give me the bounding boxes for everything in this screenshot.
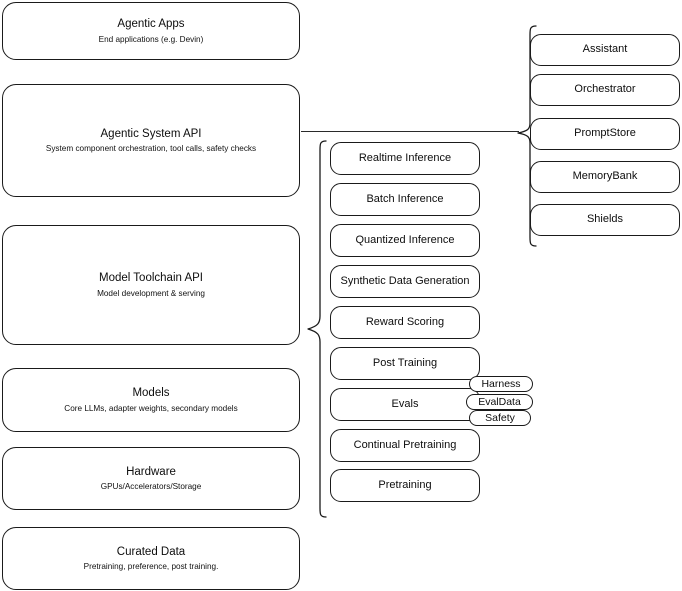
layer-subtitle: System component orchestration, tool cal… [45, 144, 257, 154]
layer-title: Agentic System API [100, 127, 202, 140]
layer-title: Model Toolchain API [99, 272, 203, 285]
toolchain-label: Batch Inference [366, 192, 444, 205]
toolchain-box-pretraining[interactable]: Pretraining [330, 469, 480, 502]
toolchain-label: Quantized Inference [355, 233, 455, 246]
toolchain-box-post-training[interactable]: Post Training [330, 347, 480, 380]
layer-subtitle: Core LLMs, adapter weights, secondary mo… [64, 403, 238, 413]
toolchain-label: Post Training [372, 356, 438, 369]
toolchain-label: Realtime Inference [358, 151, 452, 164]
layer-subtitle: Model development & serving [97, 288, 205, 298]
toolchain-box-evals[interactable]: Evals [330, 388, 480, 421]
toolchain-label: Continual Pretraining [353, 438, 457, 451]
system-box-assistant[interactable]: Assistant [530, 34, 680, 66]
system-box-memorybank[interactable]: MemoryBank [530, 161, 680, 193]
toolchain-box-reward-scoring[interactable]: Reward Scoring [330, 306, 480, 339]
evals-pill-safety[interactable]: Safety [469, 410, 531, 426]
toolchain-box-continual-pretraining[interactable]: Continual Pretraining [330, 429, 480, 462]
evals-pill-label: Harness [481, 378, 521, 390]
layer-box-model-toolchain-api[interactable]: Model Toolchain API Model development & … [2, 225, 300, 345]
system-label: Assistant [582, 43, 628, 56]
system-label: PromptStore [574, 127, 636, 140]
connector-system-api-to-components [301, 131, 519, 133]
evals-pill-harness[interactable]: Harness [469, 376, 533, 392]
system-label: Orchestrator [574, 83, 636, 96]
toolchain-label: Pretraining [378, 478, 432, 491]
layer-title: Curated Data [116, 545, 186, 558]
system-label: Shields [586, 213, 624, 226]
toolchain-label: Reward Scoring [365, 315, 445, 328]
layer-box-hardware[interactable]: Hardware GPUs/Accelerators/Storage [2, 447, 300, 510]
toolchain-box-quantized-inference[interactable]: Quantized Inference [330, 224, 480, 257]
layer-subtitle: GPUs/Accelerators/Storage [100, 482, 202, 492]
layer-box-agentic-apps[interactable]: Agentic Apps End applications (e.g. Devi… [2, 2, 300, 60]
layer-box-curated-data[interactable]: Curated Data Pretraining, preference, po… [2, 527, 300, 590]
system-box-shields[interactable]: Shields [530, 204, 680, 236]
layer-box-agentic-system-api[interactable]: Agentic System API System component orch… [2, 84, 300, 197]
brace-system-components [516, 25, 538, 247]
system-box-promptstore[interactable]: PromptStore [530, 118, 680, 150]
toolchain-box-synthetic-data-generation[interactable]: Synthetic Data Generation [330, 265, 480, 298]
system-label: MemoryBank [572, 170, 638, 183]
toolchain-label: Evals [391, 397, 419, 410]
layer-box-models[interactable]: Models Core LLMs, adapter weights, secon… [2, 368, 300, 432]
evals-pill-label: EvalData [478, 396, 521, 408]
layer-title: Hardware [126, 465, 176, 478]
layer-title: Agentic Apps [117, 18, 185, 31]
toolchain-box-realtime-inference[interactable]: Realtime Inference [330, 142, 480, 175]
brace-model-toolchain [306, 140, 328, 518]
evals-pill-label: Safety [485, 412, 515, 424]
evals-pill-evaldata[interactable]: EvalData [466, 394, 533, 410]
system-box-orchestrator[interactable]: Orchestrator [530, 74, 680, 106]
toolchain-label: Synthetic Data Generation [340, 274, 470, 287]
layer-subtitle: Pretraining, preference, post training. [83, 562, 219, 572]
layer-title: Models [132, 387, 170, 400]
layer-subtitle: End applications (e.g. Devin) [98, 34, 204, 44]
toolchain-box-batch-inference[interactable]: Batch Inference [330, 183, 480, 216]
